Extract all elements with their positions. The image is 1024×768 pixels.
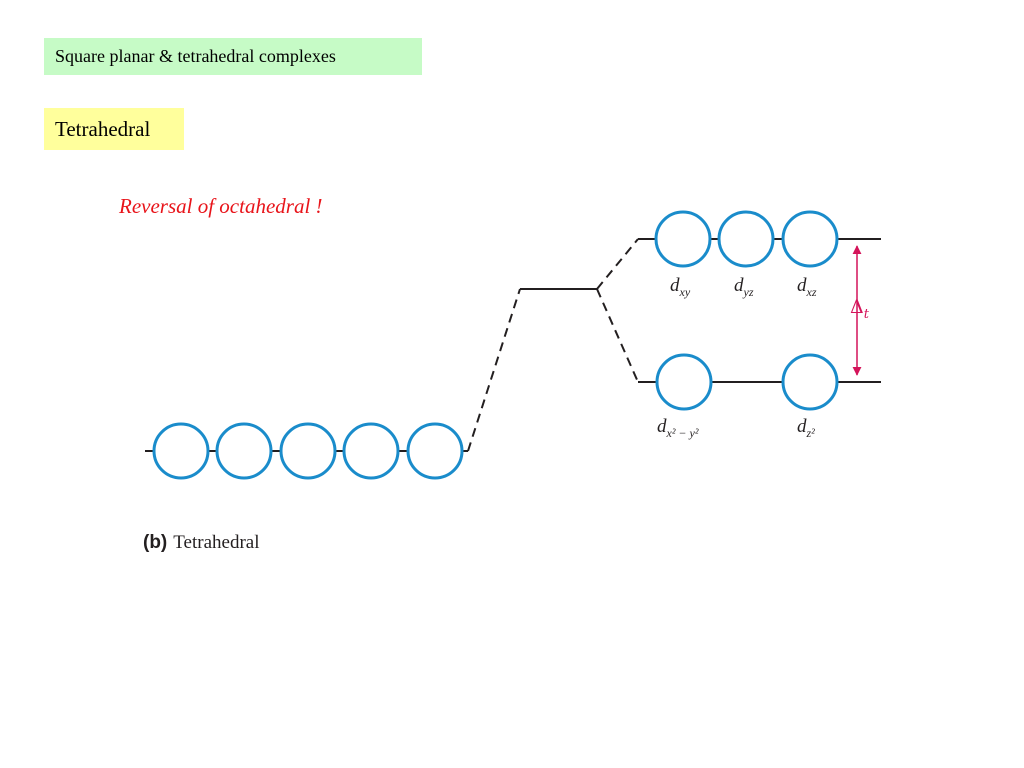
lower-orbitals xyxy=(655,353,839,411)
orbital-dyz xyxy=(717,210,775,268)
label-dz2: dz² xyxy=(797,416,815,440)
upper-orbital-labels: dxy dyz dxz xyxy=(670,275,817,299)
degenerate-orbital xyxy=(279,422,337,480)
splitting-label: Δt xyxy=(850,296,870,322)
slide-header: Square planar & tetrahedral complexes xyxy=(44,38,422,75)
diagram-caption: (b) Tetrahedral xyxy=(143,532,260,553)
dashed-connector-rise xyxy=(467,288,521,452)
degenerate-orbital xyxy=(342,422,400,480)
header-title: Square planar & tetrahedral complexes xyxy=(55,46,336,66)
degenerate-orbital xyxy=(215,422,273,480)
orbital-dxz xyxy=(781,210,839,268)
degenerate-orbitals xyxy=(152,422,464,480)
label-dyz: dyz xyxy=(734,275,754,299)
caption-text: Tetrahedral xyxy=(173,532,259,553)
section-label: Tetrahedral xyxy=(44,108,184,150)
degenerate-orbital xyxy=(152,422,210,480)
degenerate-orbital xyxy=(406,422,464,480)
orbital-dx2-y2 xyxy=(655,353,713,411)
orbital-dz2 xyxy=(781,353,839,411)
label-dx2-y2: dx² − y² xyxy=(657,416,699,440)
upper-orbitals xyxy=(654,210,839,268)
lower-orbital-labels: dx² − y² dz² xyxy=(657,416,815,440)
reversal-note: Reversal of octahedral ! xyxy=(119,194,323,218)
label-dxy: dxy xyxy=(670,275,691,299)
caption-label: (b) xyxy=(143,532,167,553)
label-dxz: dxz xyxy=(797,275,817,299)
section-title: Tetrahedral xyxy=(55,117,151,141)
dashed-connector-lower xyxy=(596,288,639,383)
orbital-dxy xyxy=(654,210,712,268)
dashed-connector-upper xyxy=(596,238,639,290)
